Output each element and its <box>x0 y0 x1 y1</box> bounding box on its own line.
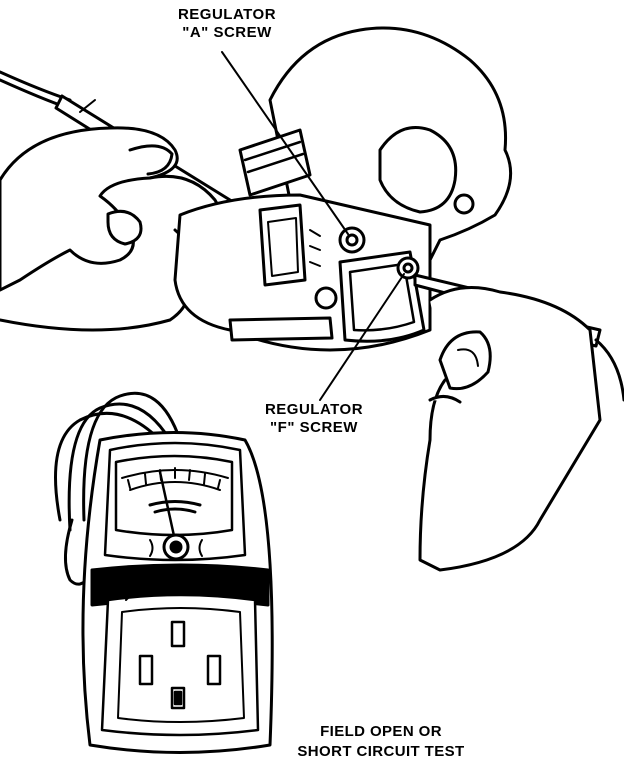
regulator-a-line2: "A" SCREW <box>182 24 272 41</box>
outlet-slots <box>138 620 222 710</box>
regulator-a-line1: REGULATOR <box>177 6 277 23</box>
right-hand <box>418 286 602 572</box>
left-hand <box>0 126 223 332</box>
leader-line-f <box>319 273 405 401</box>
alternator <box>173 26 513 352</box>
meter-needle <box>158 470 178 547</box>
outlet-panel <box>90 563 270 737</box>
zero-adjust-knob <box>149 533 203 561</box>
leader-line-a <box>221 51 349 235</box>
regulator-a-screw-label: REGULATOR "A" SCREW <box>152 6 302 42</box>
figure-caption: FIELD OPEN OR SHORT CIRCUIT TEST <box>286 722 476 762</box>
meter-scale <box>121 467 229 547</box>
regulator-f-screw-label: REGULATOR "F" SCREW <box>244 401 384 437</box>
regulator-f-line1: REGULATOR <box>264 401 364 418</box>
regulator-f-line2: "F" SCREW <box>270 419 358 436</box>
caption-line1: FIELD OPEN OR <box>320 723 442 740</box>
caption-line2: SHORT CIRCUIT TEST <box>297 743 465 760</box>
